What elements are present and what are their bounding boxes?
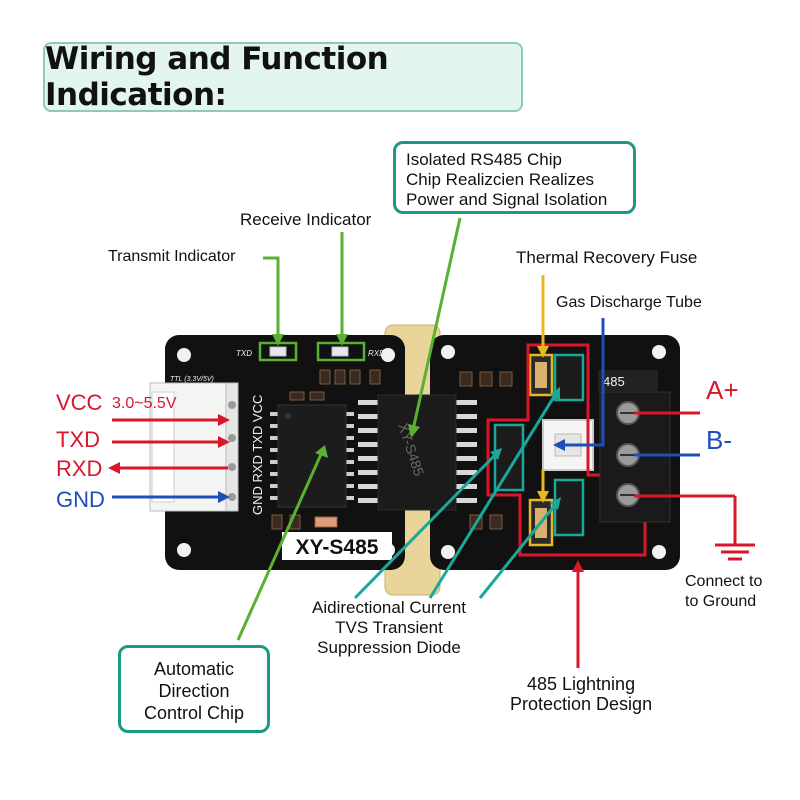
title-box: Wiring and Function Indication: — [43, 41, 523, 113]
lightning-line-2: Protection Design — [510, 694, 653, 714]
model-label: XY-S485 — [296, 536, 379, 559]
jst-connector — [149, 382, 239, 512]
auto-direction-chip — [270, 404, 354, 508]
isolated-chip-line-3: Power and Signal Isolation — [406, 190, 608, 209]
lightning-line-1: 485 Lightning — [526, 674, 636, 694]
txd-led-label: TXD — [236, 349, 252, 358]
txd-label: TXD — [56, 427, 100, 452]
ground-line-2: to Ground — [685, 593, 757, 610]
pin-labels: GND RXD TXD VCC — [250, 395, 265, 515]
tvs-line-3: Suppression Diode — [317, 638, 461, 657]
page-title: Wiring and Function Indication: — [45, 41, 389, 113]
smd-parts-left — [271, 369, 381, 530]
tvs-diode-label: Aidirectional Current TVS Transient Supp… — [312, 598, 466, 658]
vcc-range-label: 3.0~5.5V — [112, 395, 177, 412]
smd-parts-right — [459, 371, 513, 530]
gnd-label: GND — [56, 487, 105, 512]
receive-indicator-label: Receive Indicator — [240, 210, 372, 229]
transmit-indicator-label: Transmit Indicator — [108, 248, 236, 265]
b-minus-label: B- — [706, 425, 732, 455]
ground-icon — [715, 543, 755, 561]
rxd-led-label: RXD — [368, 349, 385, 358]
rxd-label: RXD — [56, 456, 103, 481]
gas-tube-label: Gas Discharge Tube — [556, 294, 702, 311]
auto-direction-line-2: Direction — [158, 681, 230, 701]
a-plus-label: A+ — [706, 375, 739, 405]
tvs-line-2: TVS Transient — [335, 618, 443, 637]
tvs-diodes — [493, 353, 585, 537]
isolated-chip-line-2: Chip Realizcien Realizes — [406, 170, 595, 189]
isolated-chip-line-1: Isolated RS485 Chip — [406, 150, 562, 169]
lightning-protection-label: 485 Lightning Protection Design — [510, 674, 652, 714]
auto-direction-line-1: Automatic — [153, 659, 235, 679]
ttl-label: TTL (3.3V/5V) — [170, 376, 214, 383]
auto-direction-callout: Automatic Direction Control Chip — [118, 645, 270, 733]
auto-direction-line-3: Control Chip — [143, 703, 245, 723]
ground-label: Connect to to Ground — [685, 572, 762, 612]
tvs-line-1: Aidirectional Current — [312, 598, 467, 617]
terminal-block — [598, 370, 671, 523]
vcc-label: VCC — [56, 390, 103, 415]
thermal-fuse-label: Thermal Recovery Fuse — [516, 248, 698, 267]
ground-line-1: Connect to — [685, 573, 763, 590]
isolated-chip-callout: Isolated RS485 Chip Chip Realizcien Real… — [393, 141, 636, 214]
terminal-label: 485 — [603, 374, 625, 389]
power-led — [314, 516, 338, 528]
model-label-bg — [282, 532, 392, 560]
